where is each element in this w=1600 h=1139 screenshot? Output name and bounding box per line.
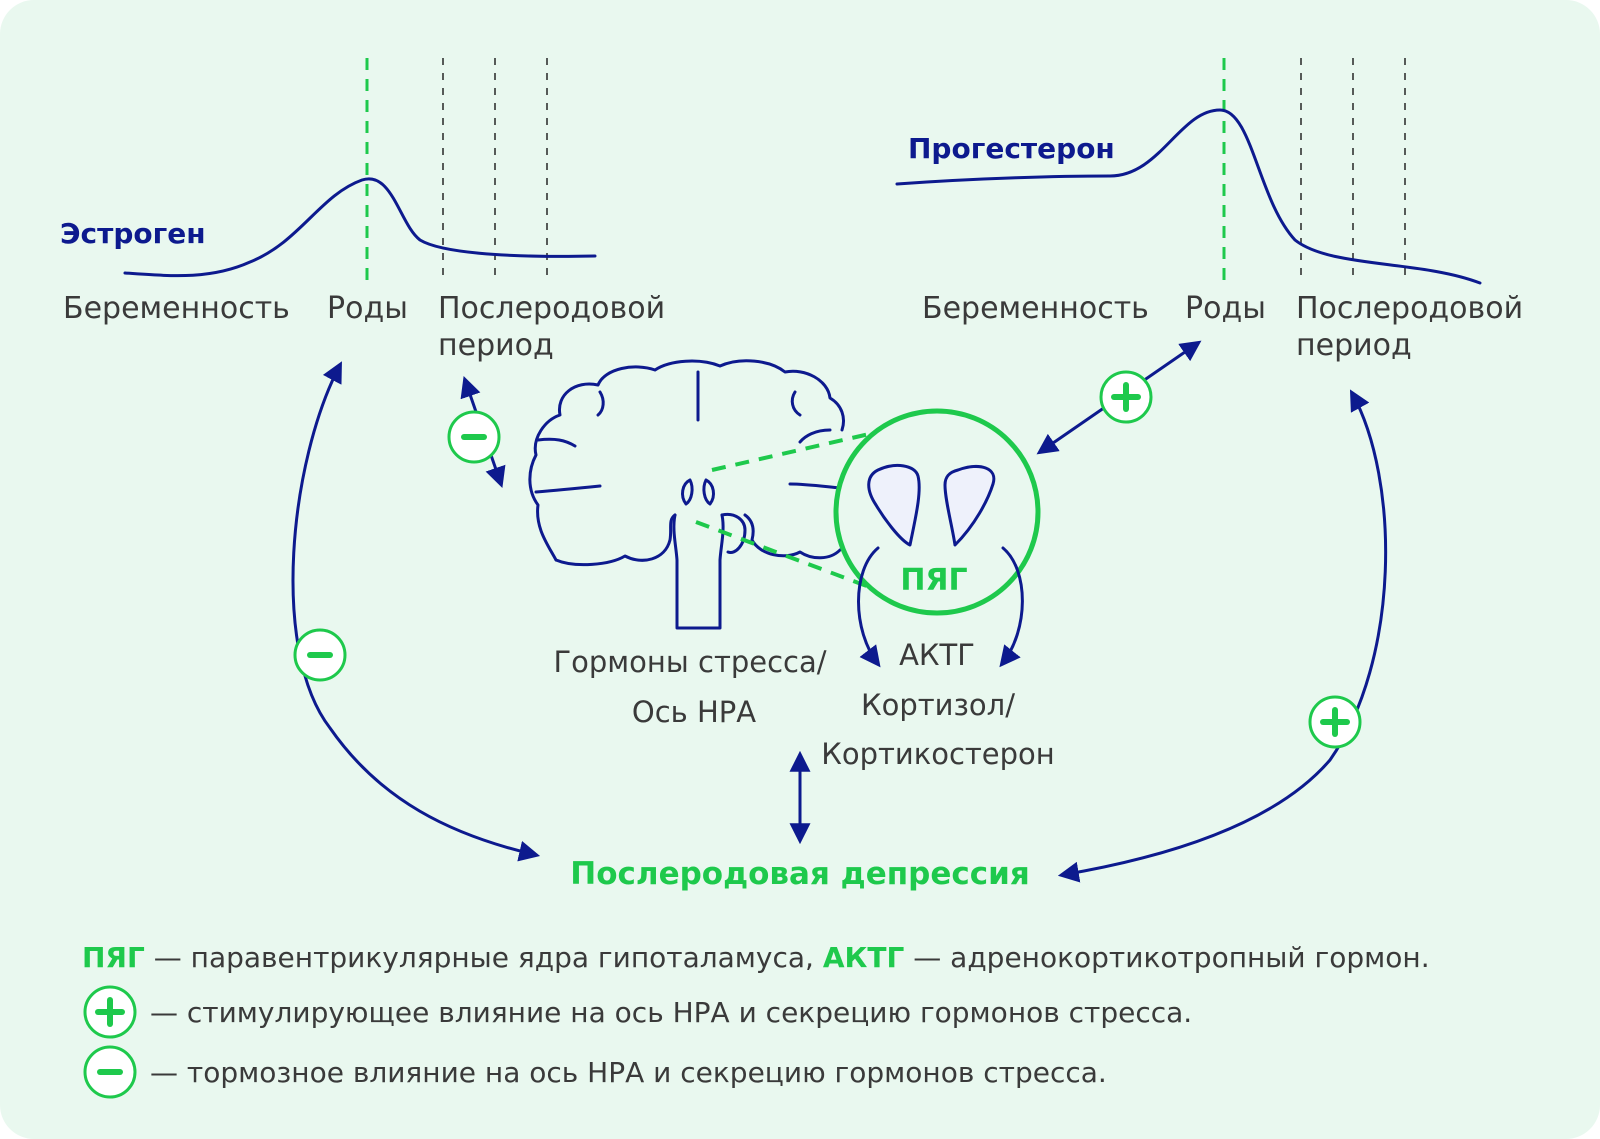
legend-plus-badge [83,985,137,1039]
progesterone-ppd-arrow [1057,389,1388,883]
cortisol-label: Кортизол/ [861,688,1015,722]
phase-pregnancy-label: Беременность [922,291,1149,326]
phase-birth-label: Роды [327,291,408,326]
phase-postpartum-label: период [438,328,554,363]
brainstem [672,513,725,630]
legend-term-pvn: ПЯГ [82,941,145,974]
minus-badge [293,628,347,682]
corticosterone-label: Кортикостерон [821,737,1055,771]
phase-postpartum-label: Послеродовой [438,291,665,326]
thalamus-shape [702,478,715,506]
phase-birth-label: Роды [1185,291,1266,326]
legend-def-acth: — адренокортикотропный гормон. [904,941,1429,974]
acth-arrow-right [999,546,1024,668]
cerebellum-curve [720,512,747,555]
phase-postpartum-label: период [1296,328,1412,363]
legend-term-acth: АКТГ [823,941,905,974]
legend-minus-text: — тормозное влияние на ось НРА и секреци… [150,1056,1107,1089]
hpa-axis-label: Ось НРА [632,695,756,729]
brain-sulcus [596,390,605,417]
brain-sulcus [788,482,842,490]
phase-pregnancy-label: Беременность [63,291,290,326]
pvn-circle [833,408,1041,616]
thalamus-shape [681,478,694,506]
minus-badge [447,410,501,464]
pvn-zoom: ПЯГ [833,408,1041,668]
estrogen-curve [123,177,597,278]
plus-badge [1308,695,1362,749]
zoom-line [695,520,873,590]
legend-abbreviations: ПЯГ — паравентрикулярные ядра гипоталаму… [82,941,1430,974]
pvn-nucleus-left [867,463,921,547]
pvn-label: ПЯГ [900,563,967,598]
plus-badge [1099,370,1153,424]
brain-sulcus [798,428,832,444]
ppd-label: Послеродовая депрессия [570,856,1029,892]
zoom-line [711,430,879,472]
legend-minus-badge [83,1045,137,1099]
acth-arrow-left [857,546,881,668]
legend: ПЯГ — паравентрикулярные ядра гипоталаму… [82,941,1430,1099]
legend-def-pvn: — паравентрикулярные ядра гипоталамуса, [145,941,823,974]
stress-hormones-label: Гормоны стресса/ [553,645,826,679]
acth-label: АКТГ [899,638,975,672]
progesterone-curve [895,108,1482,285]
brain-sulcus [790,390,802,417]
legend-plus-text: — стимулирующее влияние на ось НРА и сек… [150,996,1192,1029]
estrogen-label: Эстроген [60,217,206,250]
brain-icon [528,359,845,630]
brain-sulcus [536,437,577,448]
estrogen-ppd-arrow [291,361,541,862]
progesterone-label: Прогестерон [908,132,1115,165]
brain-outline [528,359,845,567]
progesterone-panel: Прогестерон Беременность Роды Послеродов… [895,58,1523,363]
brain-sulcus [534,484,602,494]
estrogen-panel: Эстроген Беременность Роды Послеродовой … [60,58,665,363]
phase-postpartum-label: Послеродовой [1296,291,1523,326]
pvn-nucleus-right [943,465,996,547]
